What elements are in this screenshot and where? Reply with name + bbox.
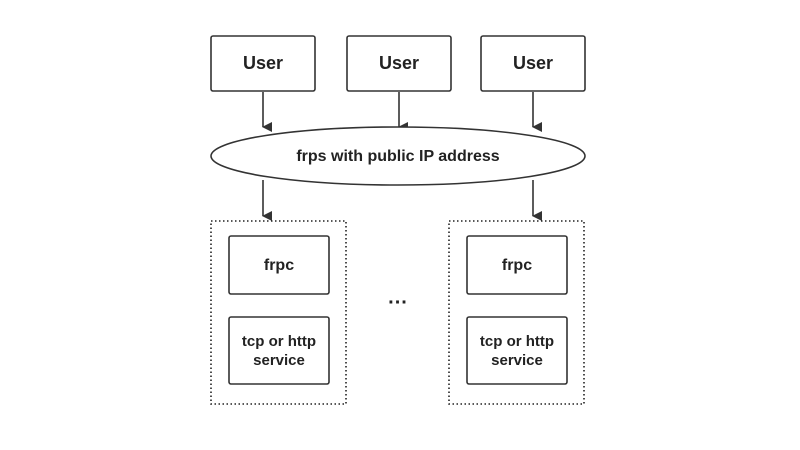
frpc-label: frpc	[264, 257, 294, 274]
user-label: User	[513, 53, 553, 73]
frpc-label: frpc	[502, 257, 532, 274]
service-box	[466, 316, 568, 385]
user-box	[210, 35, 316, 92]
service-label-line2: service	[491, 352, 543, 369]
client-group-border	[210, 220, 347, 405]
more-clients-ellipsis: ...	[388, 286, 408, 308]
client-group-2: frpc tcp or http service	[448, 220, 585, 405]
client-group-1: frpc tcp or http service	[210, 220, 347, 405]
user-label: User	[379, 53, 419, 73]
frpc-box	[228, 235, 330, 295]
frps-ellipse	[210, 126, 586, 186]
user-box	[480, 35, 586, 92]
service-label-line1: tcp or http	[480, 333, 554, 350]
user-node-2: User	[346, 35, 452, 92]
frps-label: frps with public IP address	[296, 148, 499, 165]
user-node-1: User	[210, 35, 316, 92]
user-box	[346, 35, 452, 92]
frps-node: frps with public IP address	[210, 126, 586, 186]
service-label-line2: service	[253, 352, 305, 369]
user-label: User	[243, 53, 283, 73]
frpc-box	[466, 235, 568, 295]
client-group-border	[448, 220, 585, 405]
service-box	[228, 316, 330, 385]
user-node-3: User	[480, 35, 586, 92]
service-label-line1: tcp or http	[242, 333, 316, 350]
